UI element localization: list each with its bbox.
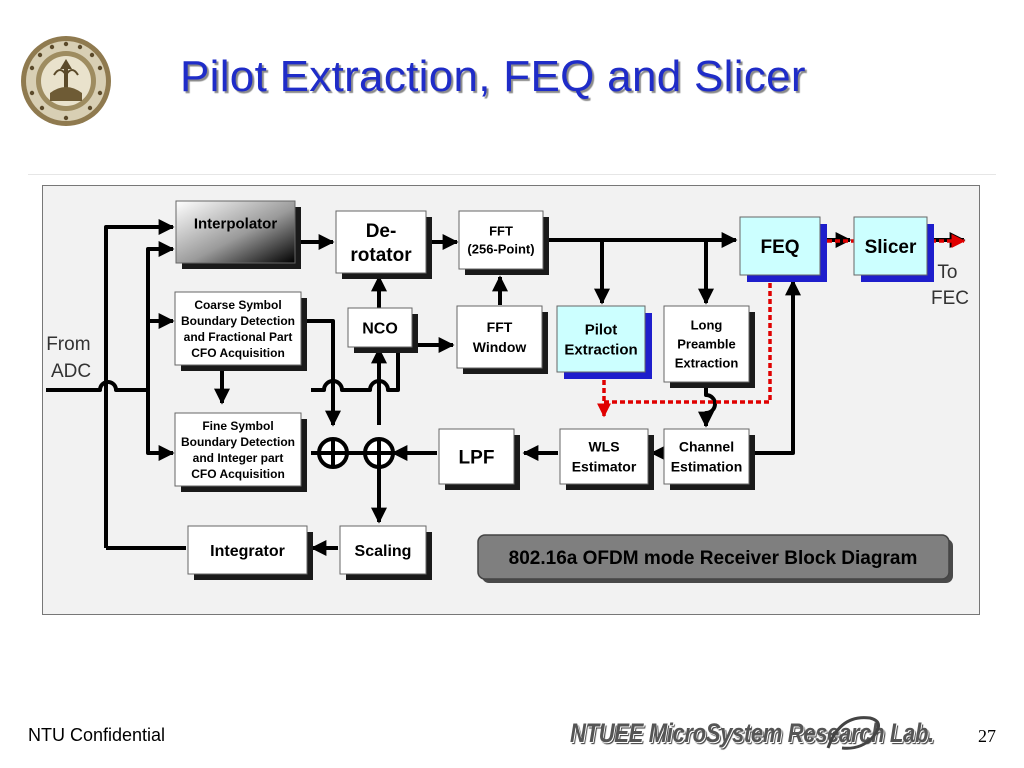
diagram-caption-text: 802.16a OFDM mode Receiver Block Diagram bbox=[509, 548, 918, 569]
lpf-label: LPF bbox=[459, 447, 495, 468]
pilot-extraction-box bbox=[556, 305, 646, 373]
integrator-block: Integrator bbox=[187, 525, 313, 580]
nco-label: NCO bbox=[362, 320, 398, 337]
nco-block: NCO bbox=[347, 307, 418, 353]
slicer-box bbox=[853, 216, 928, 276]
fft-label: FFT(256-Point) bbox=[467, 224, 534, 257]
scaling-block: Scaling bbox=[339, 525, 432, 580]
feq-label: FEQ bbox=[760, 237, 799, 258]
lpf-block: LPF bbox=[438, 428, 520, 490]
page-number: 27 bbox=[978, 726, 996, 746]
fft-block: FFT(256-Point) bbox=[458, 210, 549, 275]
channel-estimation-box bbox=[663, 428, 750, 485]
input-label: From ADC bbox=[46, 334, 96, 382]
slide-title: Pilot Extraction, FEQ and Slicer bbox=[180, 52, 806, 101]
feq-box bbox=[739, 216, 821, 276]
interpolator-box bbox=[175, 200, 296, 264]
long-preamble-box bbox=[663, 305, 750, 383]
scaling-label: Scaling bbox=[355, 543, 412, 560]
lab-swirl-icon bbox=[826, 716, 880, 750]
title-divider bbox=[28, 174, 996, 175]
signal-paths bbox=[46, 219, 966, 556]
adder-left bbox=[317, 437, 349, 469]
wls-estimator-box bbox=[559, 428, 649, 485]
interpolator-label: Interpolator bbox=[194, 215, 277, 232]
feq-block: FEQ bbox=[739, 216, 827, 282]
lab-wordmark: NTUEE MicroSystem Research Lab. bbox=[570, 718, 934, 748]
integrator-box bbox=[187, 525, 308, 575]
fine-symbol-box bbox=[174, 412, 302, 487]
footer-confidential: NTU Confidential bbox=[28, 725, 166, 745]
derotator-block: De-rotator bbox=[335, 210, 432, 279]
university-seal-icon bbox=[21, 36, 111, 126]
output-label: To FEC bbox=[931, 262, 969, 309]
fft-window-box bbox=[456, 305, 543, 369]
diagram-caption: 802.16a OFDM mode Receiver Block Diagram bbox=[477, 534, 953, 583]
adder-right bbox=[363, 437, 395, 469]
lpf-box bbox=[438, 428, 515, 485]
slicer-block: Slicer bbox=[853, 216, 934, 282]
integrator-label: Integrator bbox=[210, 543, 285, 560]
derotator-box bbox=[335, 210, 427, 274]
nco-box bbox=[347, 307, 413, 348]
blocks: Interpolator De-rotator FFT(256-Point) FEQ S… bbox=[174, 200, 934, 580]
slicer-label: Slicer bbox=[865, 237, 917, 258]
derotator-label: De-rotator bbox=[350, 221, 412, 266]
fft-box bbox=[458, 210, 544, 270]
coarse-symbol-box bbox=[174, 291, 302, 366]
scaling-box bbox=[339, 525, 427, 575]
interpolator-block: Interpolator bbox=[175, 200, 301, 269]
receiver-block-diagram: Interpolator De-rotator FFT(256-Point) FEQ S… bbox=[42, 185, 980, 615]
